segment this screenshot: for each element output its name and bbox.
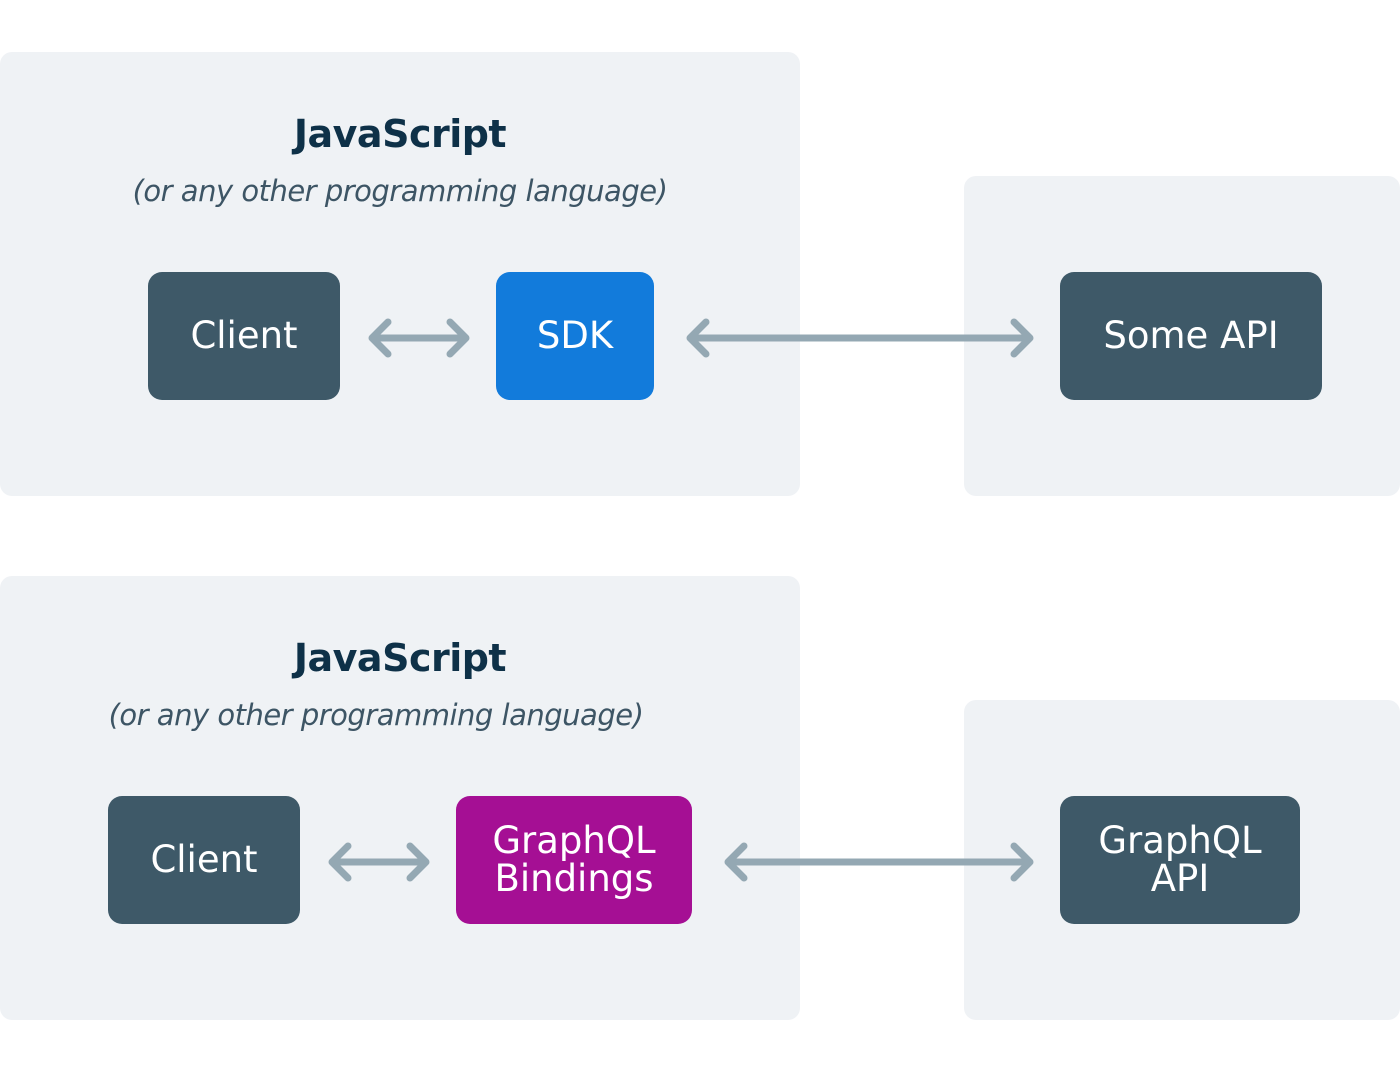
bottom-client-bindings-arrow-icon (328, 842, 430, 882)
bottom-api-label-line2: API (1150, 857, 1210, 900)
bottom-bindings-label-line2: Bindings (494, 857, 654, 900)
top-client-sdk-arrow-icon (368, 318, 470, 358)
top-api-box: Some API (1060, 272, 1322, 400)
top-sdk-box: SDK (496, 272, 654, 400)
top-sdk-label: SDK (536, 314, 614, 357)
top-api-label: Some API (1103, 314, 1279, 357)
top-title: JavaScript (293, 112, 507, 156)
bottom-bindings-label-line1: GraphQL (492, 819, 656, 862)
bottom-bindings-box: GraphQL Bindings (456, 796, 692, 924)
top-sdk-api-arrow-icon (686, 318, 1034, 358)
bottom-client-box: Client (108, 796, 300, 924)
top-client-label: Client (190, 314, 298, 357)
bottom-bindings-api-arrow-icon (724, 842, 1034, 882)
bottom-title: JavaScript (293, 636, 507, 680)
bottom-subtitle: (or any other programming language) (108, 698, 644, 732)
top-language-panel (0, 52, 800, 496)
bottom-client-label: Client (150, 838, 258, 881)
top-subtitle: (or any other programming language) (132, 174, 668, 208)
bottom-api-label-line1: GraphQL (1098, 819, 1262, 862)
bottom-api-box: GraphQL API (1060, 796, 1300, 924)
top-client-box: Client (148, 272, 340, 400)
